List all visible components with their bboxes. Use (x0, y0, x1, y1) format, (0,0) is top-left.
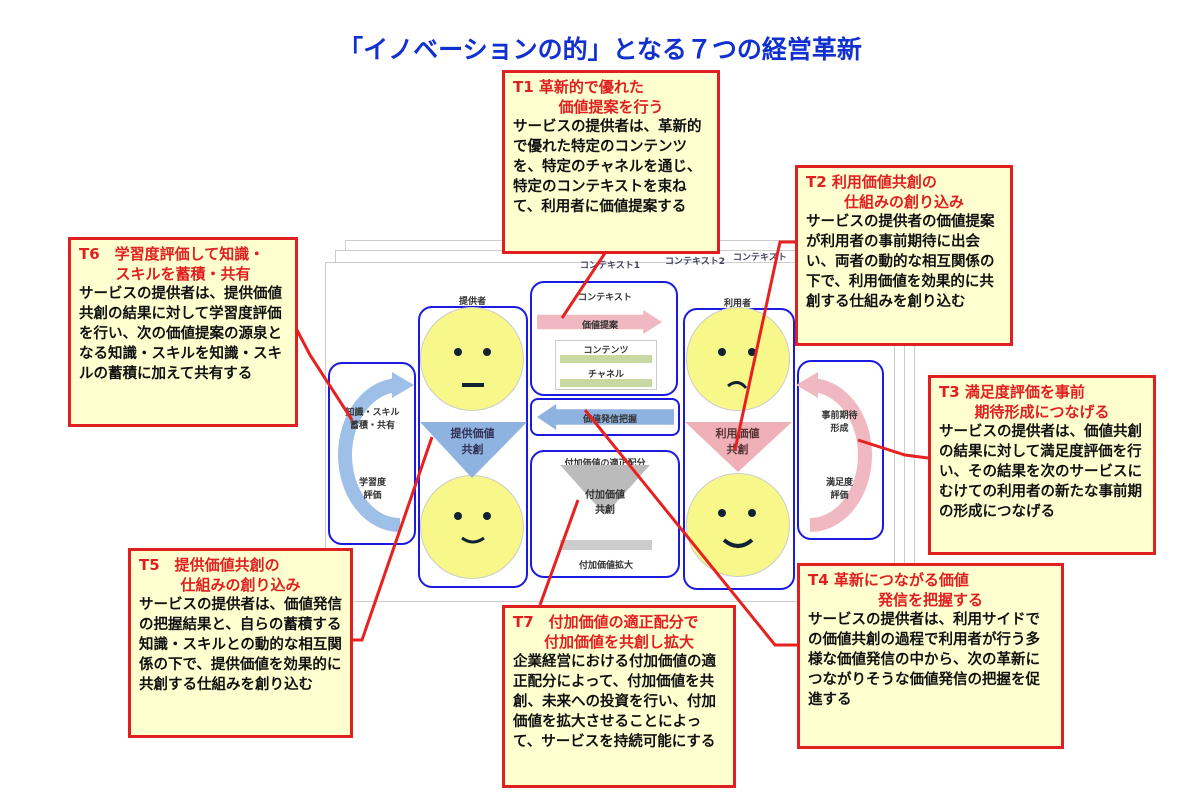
t1-heading-2: 価値提案を行う (558, 98, 664, 116)
provider-smile-face (420, 475, 524, 579)
satisfaction-label: 満足度評価 (825, 478, 853, 501)
user-smile-face (686, 473, 790, 577)
t4-body: サービスの提供者は、利用サイドでの価値共創の過程で利用者が行う多様な価値発信の中… (808, 612, 1040, 708)
fair-distribution-label: 付加価値の適正配分 (564, 459, 646, 469)
t4-heading-2: 発信を把握する (877, 591, 983, 609)
user-frown-face (686, 307, 790, 411)
learning-loop-box (328, 362, 416, 545)
provider-label: 提供者 (458, 297, 486, 307)
provider-neutral-face (420, 307, 524, 411)
t1-card: T1 革新的で優れた 価値提案を行う サービスの提供者は、革新的で優れた特定のコ… (502, 70, 720, 254)
t5-card: T5 提供価値共創の 仕組みの創り込み サービスの提供者は、価値発信の把握結果と… (128, 548, 353, 738)
t7-body: 企業経営における付加価値の適正配分によって、付加価値を共創、未来への投資を行い、… (513, 654, 716, 750)
channel-arrow (560, 379, 652, 387)
context-2-label: コンテキスト2 (665, 257, 725, 267)
t3-heading-1: T3 満足度評価を事前 (939, 383, 1085, 401)
t4-heading-1: T4 革新につながる価値 (808, 571, 969, 589)
t3-heading-2: 期待形成につなげる (974, 403, 1110, 421)
contents-channel-box (555, 340, 657, 390)
added-value-expansion-arrow (560, 540, 652, 550)
context-3-label: コンテキスト (733, 253, 787, 263)
contents-arrow (560, 355, 652, 363)
t5-heading-2: 仕組みの創り込み (180, 576, 301, 594)
expectation-loop-box (797, 360, 884, 540)
t2-heading-1: T2 利用価値共創の (806, 173, 937, 191)
contents-label: コンテンツ (583, 346, 629, 356)
t6-body: サービスの提供者は、提供価値共創の結果に対して学習度評価を行い、次の価値提案の源… (79, 286, 282, 382)
value-proposal-label: 価値提案 (581, 321, 618, 331)
learning-eval-label: 学習度評価 (358, 478, 386, 501)
t4-card: T4 革新につながる価値 発信を把握する サービスの提供者は、利用サイドでの価値… (797, 563, 1064, 749)
use-value-label: 利用価値共創 (715, 427, 760, 456)
t3-body: サービスの提供者は、価値共創の結果に対して満足度評価を行い、その結果を次のサービ… (939, 424, 1142, 520)
context-1-label: コンテキスト1 (580, 261, 640, 271)
value-signal-label: 価値発信把握 (582, 415, 637, 425)
t6-heading-2: スキルを蓄積・共有 (115, 265, 251, 283)
expectation-label: 事前期待形成 (821, 411, 858, 434)
t2-body: サービスの提供者の価値提案が利用者の事前期待に出会い、両者の動的な相互関係の下で… (806, 214, 995, 310)
added-value-expansion-label: 付加価値拡大 (578, 561, 633, 571)
t1-body: サービスの提供者は、革新的で優れた特定のコンテンツを、特定のチャネルを通じ、特定… (513, 119, 702, 215)
t2-heading-2: 仕組みの創り込み (843, 193, 964, 211)
t2-card: T2 利用価値共創の 仕組みの創り込み サービスの提供者の価値提案が利用者の事前… (795, 165, 1013, 346)
t3-card: T3 満足度評価を事前 期待形成につなげる サービスの提供者は、価値共創の結果に… (928, 375, 1156, 555)
t7-card: T7 付加価値の適正配分で 付加価値を共創し拡大 企業経営における付加価値の適正… (502, 605, 736, 788)
context-label: コンテキスト (578, 293, 632, 303)
t6-card: T6 学習度評価して知識・ スキルを蓄積・共有 サービスの提供者は、提供価値共創… (68, 237, 298, 427)
page-title: 「イノベーションの的」となる７つの経営革新 (338, 35, 862, 64)
t5-heading-1: T5 提供価値共創の (139, 556, 280, 574)
t7-heading-2: 付加価値を共創し拡大 (543, 633, 694, 651)
knowledge-label: 知識・スキル蓄積・共有 (345, 408, 400, 431)
provided-value-label: 提供価値共創 (450, 427, 495, 456)
t5-body: サービスの提供者は、価値発信の把握結果と、自らの蓄積する知識・スキルとの動的な相… (139, 597, 342, 693)
t6-heading-1: T6 学習度評価して知識・ (79, 245, 265, 263)
t7-heading-1: T7 付加価値の適正配分で (513, 613, 699, 631)
added-value-cocreation-label: 付加価値共創 (585, 490, 625, 516)
channel-label: チャネル (588, 370, 624, 380)
t1-heading-1: T1 革新的で優れた (513, 78, 644, 96)
